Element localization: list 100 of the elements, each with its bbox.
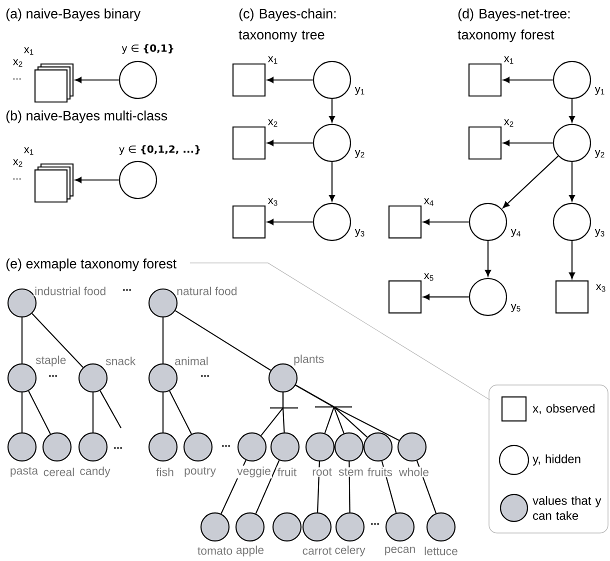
category-circle [200, 512, 230, 542]
category-label: celery [334, 544, 366, 558]
square-node [468, 63, 502, 97]
tree-line [175, 310, 271, 371]
variable-label: x$_{1}$ [24, 147, 34, 155]
category-circle [397, 432, 427, 462]
category-circle [148, 432, 178, 462]
category-label: staple [34, 354, 68, 368]
variable-label: x$_{4}$ [424, 198, 434, 206]
category-label: lettuce [423, 546, 459, 556]
panel-title: (d) Bayes-net-tree: taxonomy forest [458, 8, 570, 42]
variable-label: x$_{2}$ [504, 119, 514, 127]
tree-line [28, 390, 51, 434]
category-label: animal [174, 356, 210, 366]
category-circle [385, 512, 415, 542]
category-label: stem [338, 467, 364, 477]
circle-node [552, 202, 592, 242]
category-label: natural food [176, 286, 238, 296]
tree-line [317, 462, 320, 512]
square-node [232, 126, 266, 160]
variable-label: y$_{3}$ [594, 228, 604, 238]
tree-line [92, 392, 94, 432]
panel-title: (c) Bayes-chain: taxonomy tree [238, 8, 336, 42]
circle-node [552, 60, 592, 100]
category-circle [78, 363, 108, 393]
square-node [388, 280, 422, 314]
category-label: fruits [366, 466, 394, 478]
panel-title: (a) naive-Bayes binary [6, 8, 141, 22]
ellipsis: ... [222, 445, 230, 447]
category-label: apple [234, 544, 266, 558]
category-circle [334, 432, 364, 462]
tree-line [21, 318, 23, 364]
category-circle [148, 288, 178, 318]
category-circle [183, 432, 213, 462]
category-label: poutry [183, 466, 217, 478]
arrow [569, 241, 575, 280]
category-label: fruit [276, 466, 298, 478]
category-label: tomato [196, 546, 234, 556]
variable-label: x$_{1}$ [268, 56, 278, 64]
variable-label: y$_{1}$ [594, 86, 604, 96]
circle-node [312, 60, 352, 100]
stacked-squares [34, 163, 74, 203]
arrow [422, 218, 469, 225]
panel-title: (e) exmaple taxonomy forest [6, 258, 176, 272]
variable-label: y$_{4}$ [510, 228, 520, 238]
circle-node [468, 278, 508, 316]
variable-label: x$_{3}$ [268, 198, 278, 206]
circle-node [118, 160, 158, 200]
variable-label: x$_{2}$ [268, 119, 278, 127]
panel-title: (b) naive-Bayes multi-class [6, 110, 168, 124]
circle-node [312, 202, 352, 242]
category-label: veggie [236, 466, 272, 478]
variable-label: y$_{1}$ [354, 86, 364, 96]
category-label: carrot [301, 546, 333, 556]
arrow [422, 294, 469, 300]
category-circle [335, 512, 365, 542]
arrow [266, 140, 313, 146]
category-label: pasta [8, 466, 40, 478]
category-label: industrial food [34, 286, 108, 296]
category-label: root [311, 467, 333, 477]
category-label: cereal [42, 466, 76, 478]
variable-label: y$_{2}$ [594, 150, 604, 158]
tree-line [282, 392, 285, 432]
legend-label: x, observed [532, 404, 594, 414]
arrow [329, 162, 336, 202]
category-circle [426, 512, 456, 542]
category-label: whole [398, 466, 430, 478]
tree-line [100, 390, 122, 428]
square-node [555, 280, 589, 314]
category-circle [7, 288, 37, 318]
legend-label: y, hidden [532, 454, 580, 466]
tree-line [169, 390, 192, 434]
arrow [485, 241, 491, 277]
category-circle [42, 432, 72, 462]
arrow [569, 162, 575, 202]
square-node [388, 205, 422, 239]
ellipsis: ... [114, 447, 122, 449]
category-label: pecan [383, 546, 417, 556]
category-label: candy [78, 466, 112, 478]
arrow [502, 140, 553, 146]
category-circle [305, 432, 335, 462]
square-node [232, 205, 266, 239]
category-circle [272, 512, 302, 542]
arrow [502, 76, 553, 83]
tree-line [295, 384, 400, 441]
variable-label: x$_{2}$ [13, 59, 22, 67]
value-set-label: y ∈ {0,1,2, ...} [119, 145, 200, 155]
square-node [468, 126, 502, 160]
variable-label: ... [13, 78, 21, 80]
arrow [569, 99, 575, 123]
tree-line [162, 318, 164, 364]
square-node [232, 63, 266, 97]
category-circle [363, 432, 393, 462]
arrow [266, 76, 313, 83]
category-circle [270, 432, 300, 462]
tree-line [162, 392, 164, 432]
variable-label: x$_{1}$ [24, 47, 34, 55]
arrow [74, 176, 119, 183]
variable-label: ... [13, 178, 21, 180]
variable-label: x$_{2}$ [13, 159, 22, 167]
